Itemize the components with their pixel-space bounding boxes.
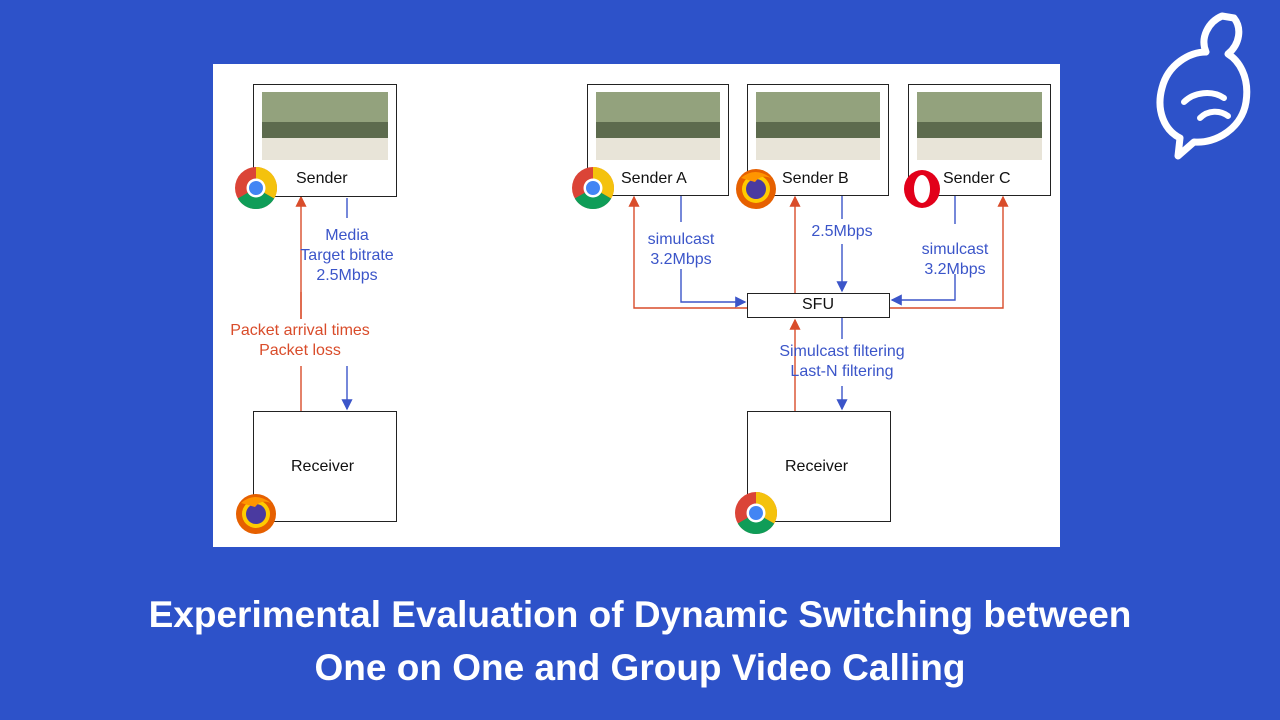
sender-c-simulcast-label: simulcast 3.2Mbps xyxy=(921,241,989,278)
left-receiver-label: Receiver xyxy=(291,458,355,475)
chrome-icon xyxy=(572,167,615,210)
firefox-icon xyxy=(236,494,276,534)
sender-b-box: Sender B xyxy=(747,84,889,196)
webcam-photo xyxy=(917,92,1042,160)
diagram-arrows xyxy=(295,195,1009,411)
opera-icon xyxy=(904,170,940,208)
webcam-photo xyxy=(756,92,880,160)
sfu-box: SFU xyxy=(747,293,890,318)
firefox-icon xyxy=(736,169,776,209)
sender-a-label: Sender A xyxy=(621,170,687,187)
sfu-to-c-arrow xyxy=(889,195,1009,309)
left-sender-box: Sender xyxy=(253,84,397,197)
sender-b-bitrate-label: 2.5Mbps xyxy=(811,223,873,240)
sfu-to-a-arrow xyxy=(628,195,747,309)
sfu-filtering-label: Simulcast filtering Last-N filtering xyxy=(779,343,905,380)
sfu-label: SFU xyxy=(802,296,834,313)
chrome-icon xyxy=(735,492,778,535)
left-media-label: Media Target bitrate 2.5Mbps xyxy=(300,227,394,284)
slide-title-line-2: One on One and Group Video Calling xyxy=(314,647,966,688)
slide-title-line-1: Experimental Evaluation of Dynamic Switc… xyxy=(148,594,1132,635)
left-feedback-label: Packet arrival times Packet loss xyxy=(230,322,370,359)
c-to-sfu-arrow xyxy=(890,274,956,306)
chrome-icon xyxy=(235,167,278,210)
sender-b-label: Sender B xyxy=(782,170,849,187)
sender-c-label: Sender C xyxy=(943,170,1011,187)
webcam-photo xyxy=(596,92,720,160)
right-receiver-label: Receiver xyxy=(785,458,849,475)
brand-logo-icon xyxy=(1156,12,1251,160)
left-sender-label: Sender xyxy=(296,170,348,187)
left-receiver-box: Receiver xyxy=(253,411,397,522)
webcam-photo xyxy=(262,92,388,160)
sender-a-simulcast-label: simulcast 3.2Mbps xyxy=(647,231,715,268)
diagram-panel: Sender Receiver Media Target bitrate 2.5… xyxy=(213,64,1060,547)
